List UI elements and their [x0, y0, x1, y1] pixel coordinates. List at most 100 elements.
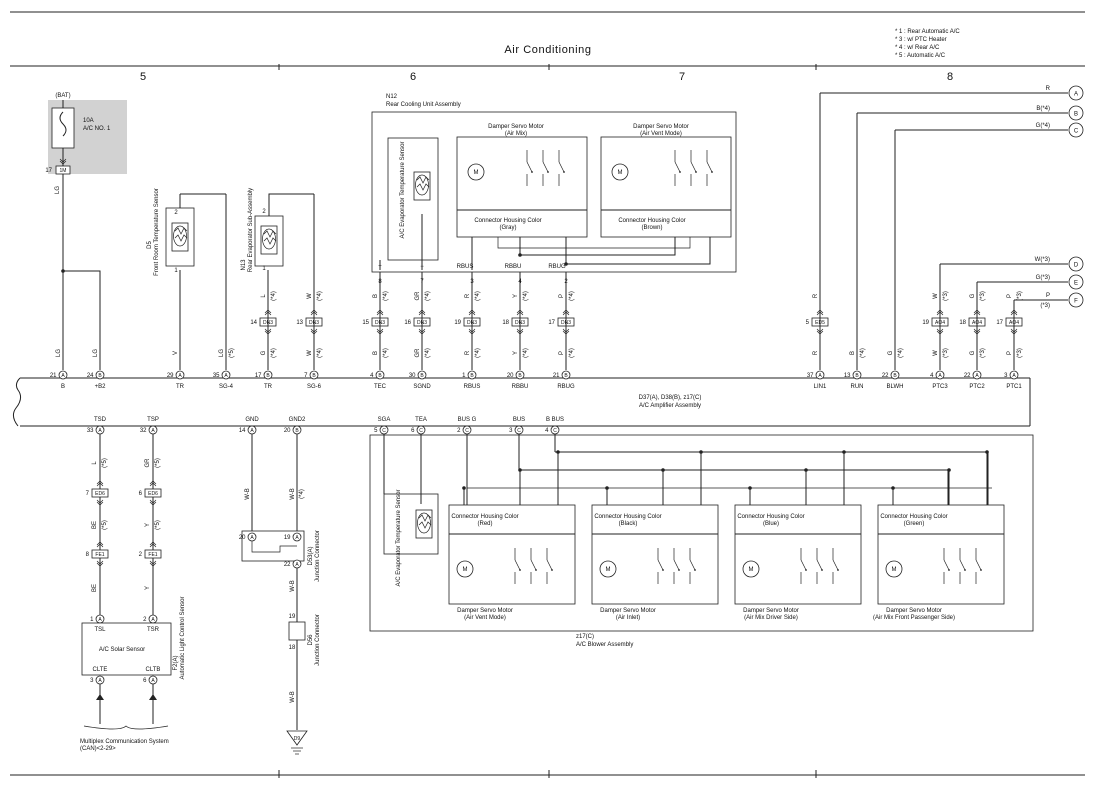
d5-code: D5 [147, 241, 153, 249]
offpage-connector [1068, 256, 1084, 272]
amp-lower-terminal-name: SGA [378, 417, 391, 423]
n12-servo-brown-motor-letter: M [618, 170, 623, 176]
connector-chevron [96, 482, 104, 487]
junction-dot [947, 468, 951, 472]
amp-terminal-name: TR [264, 384, 273, 390]
wire-note: (*4) [523, 291, 529, 301]
d53-name: Junction Connector [315, 530, 321, 582]
z17-servo-title: Damper Servo Motor [743, 608, 799, 614]
wire-note: (*4) [475, 348, 481, 358]
wire-color: P [559, 294, 565, 298]
wire-color: R [813, 293, 819, 298]
amp-terminal-name: LIN1 [814, 384, 827, 390]
solar-pin-letter: A [98, 617, 102, 623]
amp-pin-ring [309, 370, 319, 380]
wire-note: (*5) [155, 458, 161, 468]
solar-terminal: TSR [147, 627, 160, 633]
solar-pin-number: 2 [143, 617, 147, 623]
z17-servo-3-switch-blade [975, 559, 982, 571]
amp-lower-pin-number: 33 [87, 428, 94, 434]
arrow-up-icon [149, 694, 157, 700]
z17-servo-0-switch-contact [551, 569, 553, 571]
junction-connector-code: FE1 [95, 552, 104, 558]
connector-chevron [149, 501, 157, 506]
n12-terminal-label: RBBU [505, 264, 522, 270]
amp-pin-ring [972, 370, 982, 380]
footnote: * 1 : Rear Automatic A/C [895, 29, 960, 35]
wire-color: LG [93, 349, 99, 357]
wire-note: (*4) [425, 291, 431, 301]
fuse-name: A/C NO. 1 [83, 126, 111, 132]
junction-connector-number: 7 [86, 491, 90, 497]
n12-servo-gray-housing: Connector Housing Color [474, 218, 541, 224]
z17-code: z17(C) [576, 634, 594, 640]
amp-lower-pin-number: 5 [374, 428, 378, 434]
amp-lower-pin-number: 14 [239, 428, 246, 434]
solar-code-name: Automatic Light Control Sensor [180, 596, 186, 679]
wire-note: (*5) [155, 520, 161, 530]
wire-note: (*4) [317, 291, 323, 301]
connector-chevron [96, 541, 104, 546]
wire-run [497, 237, 691, 249]
offpage-wire-label: P [1046, 293, 1050, 299]
connector-chevron [96, 499, 104, 504]
amp-terminal-name: PTC3 [932, 384, 948, 390]
n13-pin-top: 2 [262, 209, 266, 215]
n12-servo-gray-title: Damper Servo Motor [488, 124, 544, 130]
section-number: 7 [679, 71, 685, 83]
amp-pin-letter: A [975, 373, 979, 379]
junction-connector-box [144, 549, 162, 559]
junction-connector-number: 5 [806, 320, 810, 326]
amp-pin-letter: B [98, 373, 102, 379]
junction-connector-number: 16 [404, 320, 411, 326]
solar-pin-letter: A [151, 678, 155, 684]
offpage-connector-id: A [1074, 91, 1078, 97]
d53-pin-letter: A [250, 535, 254, 541]
z17-servo-1 [591, 504, 719, 605]
wire-color: LG [56, 349, 62, 357]
amp-pin-ring [221, 370, 231, 380]
amp-pin-number: 21 [50, 373, 57, 379]
wire-color: R [465, 350, 471, 355]
offpage-wire-label: G(*3) [1036, 275, 1050, 281]
junction-dot [699, 450, 703, 454]
connector-chevron [59, 160, 67, 165]
amp-lower-terminal-name: GND [245, 417, 259, 423]
connector-chevron [96, 562, 104, 567]
junction-connector-number: 19 [922, 320, 929, 326]
amp-pin-number: 7 [304, 373, 308, 379]
z17-servo-1-motor-icon [599, 560, 617, 578]
z17-servo-title: Damper Servo Motor [886, 608, 942, 614]
z17-servo-title: Damper Servo Motor [457, 608, 513, 614]
fuse-icon [59, 111, 67, 137]
n13-name: Rear Evaporator Sub-Assembly [248, 188, 254, 272]
amp-terminal-name: SG-6 [307, 384, 322, 390]
z17-servo-2-switch-contact [837, 569, 839, 571]
amp-pin-letter: B [378, 373, 382, 379]
solar-terminal: CLTB [146, 667, 161, 673]
amp-pin-letter: B [312, 373, 316, 379]
wire-note: (*3) [980, 348, 986, 358]
wire-note: (*4) [317, 348, 323, 358]
amp-pin-letter: B [266, 373, 270, 379]
solar-pin-number: 6 [143, 678, 147, 684]
z17-servo-sub: (Air Mix Driver Side) [744, 615, 798, 621]
amp-pin-letter: A [178, 373, 182, 379]
battery-label: (BAT) [55, 93, 70, 99]
offpage-wire-label: R [1046, 86, 1051, 92]
amp-pin-ring [515, 370, 525, 380]
amp-pin-letter: B [420, 373, 424, 379]
amp-pin-ring [1009, 370, 1019, 380]
junction-connector-number: 18 [502, 320, 509, 326]
wire-color: L [261, 294, 267, 298]
n13-thermistor-ring [262, 228, 276, 250]
amp-lower-pin-number: 32 [140, 428, 147, 434]
wire-color: Y [513, 351, 519, 355]
wire-color: W-B [245, 488, 251, 500]
wire-color: GR [145, 458, 151, 468]
amp-pin-letter: B [893, 373, 897, 379]
amp-lower-terminal-name: TSP [147, 417, 159, 423]
d5-thermistor-ring [173, 225, 187, 247]
amp-pin-number: 30 [409, 373, 416, 379]
multiplex-can: (CAN)<2-29> [80, 746, 116, 752]
